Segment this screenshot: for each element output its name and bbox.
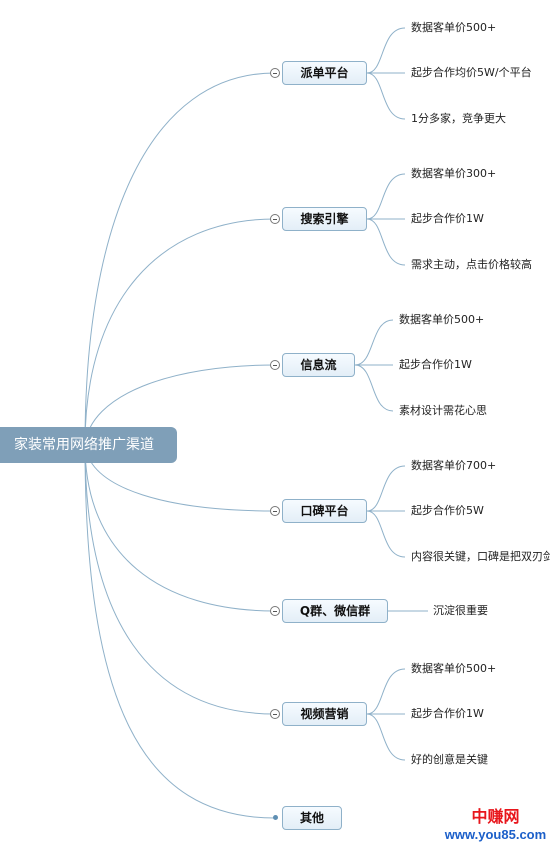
leaf-text: 起步合作价1W	[399, 358, 472, 371]
leaf-text: 数据客单价500+	[399, 313, 485, 326]
link-b6-leaf-3	[366, 713, 406, 761]
branch-node-qq-wechat-groups[interactable]: Q群、微信群	[282, 599, 388, 623]
link-b2-leaf-3	[366, 218, 406, 266]
collapse-toggle-icon[interactable]	[270, 360, 280, 370]
branch-node-reputation-platform[interactable]: 口碑平台	[282, 499, 367, 523]
root-topic[interactable]: 家装常用网络推广渠道	[0, 427, 177, 463]
branch-node-other[interactable]: 其他	[282, 806, 342, 830]
link-b6-leaf-1	[366, 668, 406, 715]
branch-node-dispatch-platform[interactable]: 派单平台	[282, 61, 367, 85]
branch-node-video-marketing[interactable]: 视频营销	[282, 702, 367, 726]
link-b3-leaf-3	[354, 364, 394, 412]
node-anchor-dot	[273, 815, 278, 820]
leaf-text: 起步合作价1W	[411, 707, 484, 720]
link-b1-leaf-1	[366, 27, 406, 74]
leaf-text: 沉淀很重要	[433, 604, 488, 617]
link-root-branch-7	[84, 444, 276, 819]
leaf-text: 数据客单价300+	[411, 167, 497, 180]
leaf-text: 起步合作价5W	[411, 504, 484, 517]
leaf-text: 好的创意是关键	[411, 753, 488, 766]
watermark-cn: 中赚网	[471, 809, 520, 826]
leaf-text: 数据客单价700+	[411, 459, 497, 472]
leaf-text: 内容很关键，口碑是把双刃剑	[411, 550, 550, 563]
link-b3-leaf-1	[354, 319, 394, 366]
link-root-branch-2	[84, 218, 276, 446]
link-root-branch-1	[84, 72, 276, 446]
link-root-branch-5	[84, 444, 276, 612]
branch-node-search-engine[interactable]: 搜索引擎	[282, 207, 367, 231]
collapse-toggle-icon[interactable]	[270, 506, 280, 516]
watermark-logo: 中赚网 www.you85.com	[443, 808, 548, 843]
link-b4-leaf-3	[366, 510, 406, 558]
watermark-url: www.you85.com	[444, 827, 547, 842]
leaf-text: 1分多家，竞争更大	[411, 112, 506, 125]
link-root-branch-6	[84, 444, 276, 715]
leaf-text: 起步合作均价5W/个平台	[411, 66, 532, 79]
collapse-toggle-icon[interactable]	[270, 709, 280, 719]
leaf-text: 数据客单价500+	[411, 21, 497, 34]
leaf-text: 起步合作价1W	[411, 212, 484, 225]
branch-node-info-feed[interactable]: 信息流	[282, 353, 355, 377]
link-b1-leaf-3	[366, 72, 406, 120]
leaf-text: 数据客单价500+	[411, 662, 497, 675]
collapse-toggle-icon[interactable]	[270, 68, 280, 78]
collapse-toggle-icon[interactable]	[270, 214, 280, 224]
collapse-toggle-icon[interactable]	[270, 606, 280, 616]
leaf-text: 需求主动，点击价格较高	[411, 258, 532, 271]
link-b4-leaf-1	[366, 465, 406, 512]
leaf-text: 素材设计需花心思	[399, 404, 487, 417]
link-b2-leaf-1	[366, 173, 406, 220]
